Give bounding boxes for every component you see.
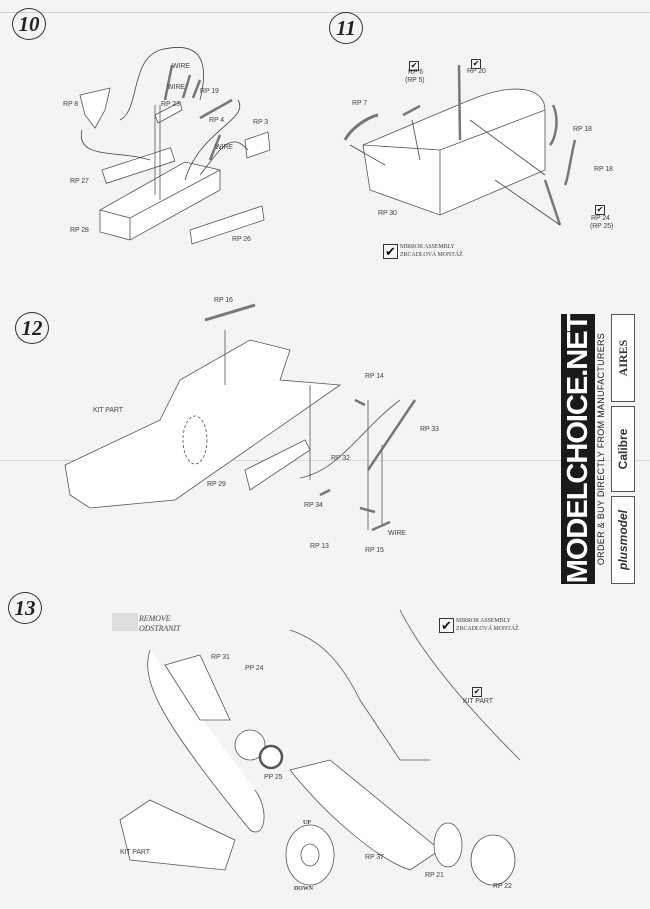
label-rp3: RP 3	[253, 119, 269, 126]
brand-aires-logo: AIRES	[611, 314, 635, 402]
label-wire: WIRE	[388, 530, 406, 537]
label-rp37: RP 37	[365, 854, 384, 861]
label-rp6: RP 6	[408, 69, 424, 76]
label-kit-part: KIT PART	[93, 407, 123, 414]
step-11-number: 11	[329, 12, 363, 44]
label-rp4: RP 4	[209, 117, 225, 124]
fold-line	[0, 460, 650, 461]
label-rp15: RP 15	[365, 547, 384, 554]
remove-swatch	[112, 613, 138, 631]
label-rp29: RP 29	[207, 481, 226, 488]
modelchoice-ad-banner: MODELCHOICE.NET ORDER & BUY DIRECTLY FRO…	[561, 314, 635, 584]
label-rp26: RP 26	[232, 236, 251, 243]
legend-remove: REMOVE	[139, 614, 171, 623]
legend-mirror-assembly: MIRROR ASSEMBLY	[400, 244, 455, 250]
label-rp34: RP 34	[304, 502, 323, 509]
mirror-checkbox-icon: ✔	[409, 61, 419, 71]
label-kit-part: KIT PART	[463, 698, 493, 705]
ad-subtitle: ORDER & BUY DIRECTLY FROM MANUFACTURERS	[596, 332, 606, 566]
label-rp24: RP 24	[591, 215, 610, 222]
label-wire: WIRE	[172, 63, 190, 70]
brand-calibre-logo: Calibre	[611, 406, 635, 492]
label-rp27: RP 27	[70, 178, 89, 185]
step13-drawing	[112, 609, 521, 886]
label-rp25: (RP 25)	[590, 223, 614, 230]
label-rp14: RP 14	[365, 373, 384, 380]
legend-zrcadlova-montaz: ZRCADLOVÁ MONTÁŽ	[456, 626, 519, 632]
label-rp19: RP 19	[200, 88, 219, 95]
label-wire: WIRE	[215, 144, 233, 151]
label-rp32: RP 32	[331, 455, 350, 462]
mirror-checkbox-icon: ✔	[595, 205, 605, 215]
mirror-checkbox-icon: ✔	[471, 59, 481, 69]
label-rp8: RP 8	[63, 101, 79, 108]
mirror-legend-checkbox-icon: ✔	[439, 618, 454, 633]
step-12-number: 12	[15, 312, 49, 344]
label-rp7: RP 7	[352, 100, 368, 107]
label-kit-part: KIT PART	[120, 849, 150, 856]
step12-drawing	[64, 303, 417, 532]
label-rp33: RP 33	[420, 426, 439, 433]
label-rp21: RP 21	[425, 872, 444, 879]
label-up: UP	[303, 820, 311, 826]
legend-mirror-assembly: MIRROR ASSEMBLY	[456, 618, 511, 624]
label-rp13: RP 13	[310, 543, 329, 550]
label-rp23: RP 23	[161, 101, 180, 108]
brand-plusmodel-logo: plusmodel	[611, 496, 635, 584]
label-pp24: PP 24	[245, 665, 264, 672]
label-rp5: (RP 5)	[405, 77, 425, 84]
step-10-number: 10	[12, 8, 46, 40]
label-rp18: RP 18	[573, 126, 592, 133]
label-rp20: RP 20	[467, 68, 486, 75]
step10-drawing	[79, 47, 271, 245]
label-down: DOWN	[294, 886, 313, 892]
label-rp22: RP 22	[493, 883, 512, 890]
label-rp30: RP 30	[378, 210, 397, 217]
label-rp18: RP 18	[594, 166, 613, 173]
label-pp25: PP 25	[264, 774, 283, 781]
ad-title: MODELCHOICE.NET	[561, 314, 595, 584]
label-rp28: RP 28	[70, 227, 89, 234]
label-wire: WIRE	[167, 84, 185, 91]
label-rp16: RP 16	[214, 297, 233, 304]
step-13-number: 13	[8, 592, 42, 624]
mirror-checkbox-icon: ✔	[472, 687, 482, 697]
top-edge-line	[0, 12, 650, 13]
step11-drawing	[343, 64, 577, 226]
legend-odstranit: ODSTRANIT	[139, 624, 181, 633]
legend-zrcadlova-montaz: ZRCADLOVÁ MONTÁŽ	[400, 252, 463, 258]
mirror-legend-checkbox-icon: ✔	[383, 244, 398, 259]
label-rp31: RP 31	[211, 654, 230, 661]
